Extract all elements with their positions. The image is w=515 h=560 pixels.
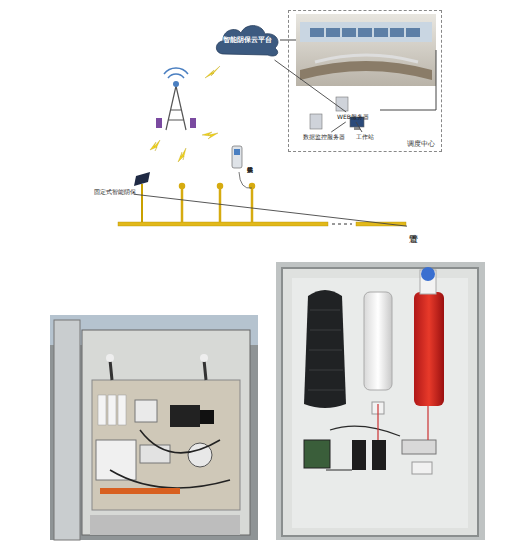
server-label: WEB服务器 <box>333 112 373 122</box>
node-label: WEB服务器 <box>337 114 369 121</box>
cabinet-photo <box>50 315 258 540</box>
node-label: 数据监控服务器 <box>303 134 345 141</box>
dispatch-center: 调度中心 WEB服务器数据监控服务器 工作站 <box>288 10 442 152</box>
wireless-symbol <box>150 66 220 162</box>
device-label: 手持式采集仪 <box>244 142 256 182</box>
cabinet-photo <box>276 262 485 540</box>
handheld-collector <box>232 146 242 168</box>
connector-line <box>356 122 362 132</box>
node-label: 固定式智能阴保 <box>94 189 136 196</box>
solar-panel <box>134 172 150 222</box>
connector-line <box>275 60 347 112</box>
cell-tower <box>156 68 196 130</box>
connector-line <box>134 194 407 226</box>
server-label: 数据监控服务器 <box>299 132 349 142</box>
network-line <box>380 50 436 110</box>
pipeline <box>118 172 406 226</box>
node-label: 智能阴保云平台 <box>223 36 272 44</box>
pile-label: 固定式智能阴保 <box>96 182 134 202</box>
workstation-label: 工作站 <box>351 132 379 142</box>
cloud-platform: 智能阴保云平台 <box>212 20 282 60</box>
pipeline-label: 管道 <box>407 212 421 242</box>
node-label: 调度中心 <box>407 140 435 148</box>
node-label: 工作站 <box>356 134 374 141</box>
connector-line <box>331 122 346 132</box>
control-room-photo <box>296 14 436 86</box>
